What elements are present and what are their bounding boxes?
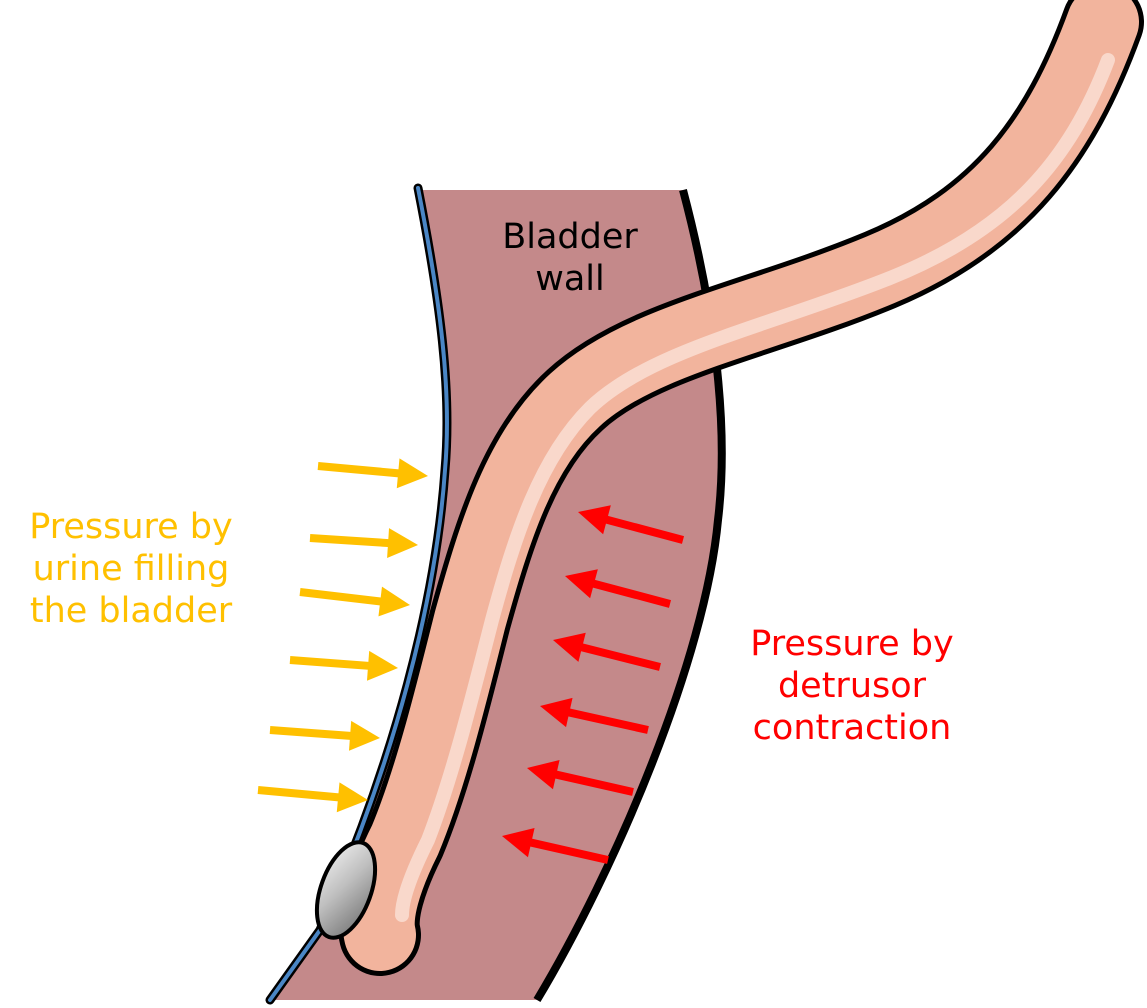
detrusor-pressure-label-line-1: Pressure by	[702, 623, 1002, 665]
urine-arrow-5	[270, 721, 380, 751]
urine-pressure-label: Pressure by urine filling the bladder	[0, 506, 262, 632]
urine-arrow-2	[310, 528, 418, 558]
detrusor-pressure-label: Pressure by detrusor contraction	[702, 623, 1002, 749]
detrusor-pressure-label-line-2: detrusor	[702, 665, 1002, 707]
urine-arrow-3	[300, 587, 410, 617]
urine-pressure-label-line-3: the bladder	[0, 590, 262, 632]
bladder-wall-label-line-2: wall	[470, 258, 670, 300]
urine-pressure-label-line-1: Pressure by	[0, 506, 262, 548]
bladder-wall-label: Bladder wall	[470, 216, 670, 300]
bladder-wall-label-line-1: Bladder	[470, 216, 670, 258]
detrusor-pressure-label-line-3: contraction	[702, 707, 1002, 749]
urine-arrow-4	[290, 651, 398, 681]
urine-arrow-6	[258, 782, 368, 812]
urine-pressure-label-line-2: urine filling	[0, 548, 262, 590]
urine-arrow-1	[318, 458, 428, 488]
